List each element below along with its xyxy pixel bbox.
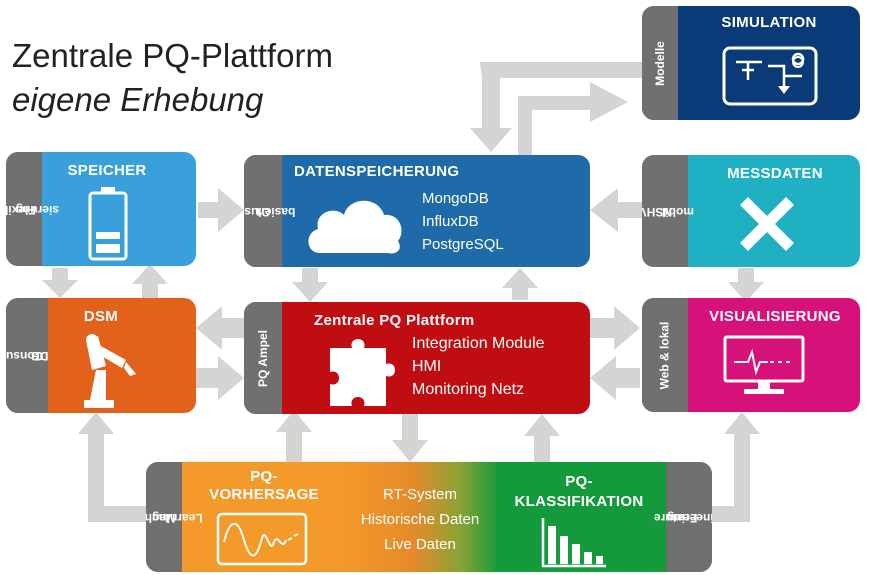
arrow-messdaten-visualisierung: [728, 268, 764, 302]
arrow-plattform-visualisierung: [590, 306, 640, 350]
arrow-simulation-datenspeicherung: [470, 62, 642, 152]
bar-chart-icon: [541, 518, 606, 568]
plattform-item-hmi: HMI: [412, 358, 442, 375]
plattform-item-monitoring: Monitoring Netz: [412, 381, 525, 398]
battery-icon: [88, 187, 128, 261]
plattform-item-integration: Integration Module: [412, 335, 545, 352]
klassifikation-title: PQ- KLASSIFIKATION: [514, 473, 644, 510]
circuit-icon: [722, 46, 818, 106]
speicher-title: SPEICHER: [67, 162, 147, 179]
messdaten-title: MESSDATEN: [727, 165, 823, 182]
dsm-title: DSM: [83, 308, 119, 325]
vorhersage-block: MachineLearning PQ- VORHERSAGE: [146, 462, 344, 572]
arrow-plattform-rtsystem: [392, 414, 428, 462]
arrow-dsm-plattform: [196, 356, 244, 400]
db-item-postgresql: PostgreSQL: [422, 236, 504, 253]
arrow-daten-plattform: [292, 268, 328, 302]
arrow-plattform-daten: [502, 268, 538, 300]
arrow-speicher-datenspeicherung: [198, 188, 244, 232]
simulation-title: SIMULATION: [721, 14, 817, 31]
arrow-speicher-dsm: [42, 268, 78, 298]
visualisierung-side-label: Web & lokal: [642, 298, 688, 412]
visualisierung-block: Web & lokal VISUALISIERUNG: [642, 298, 860, 412]
vorhersage-side-label: MachineLearning: [146, 462, 202, 572]
arrow-vorhersage-dsm: [78, 412, 146, 522]
arrow-datenspeicherung-simulation: [518, 82, 628, 155]
datenspeicherung-list: MongoDB InfluxDB PostgreSQL: [422, 187, 504, 256]
arrow-klassifikation-plattform: [524, 414, 560, 462]
dsm-side-label: ConsumerDB: [6, 298, 49, 413]
visualisierung-title: VISUALISIERUNG: [709, 308, 841, 325]
vorhersage-title: PQ- VORHERSAGE: [209, 468, 319, 503]
arrow-dsm-speicher: [132, 264, 168, 298]
messdaten-side-label: NSHV /mobil: [642, 155, 694, 267]
klassifikation-side-label: FeatureEngineering: [654, 462, 712, 572]
arrow-messdaten-datenspeicherung: [590, 188, 642, 232]
arrow-plattform-dsm: [196, 306, 244, 350]
dsm-block: ConsumerDB DSM: [6, 298, 196, 413]
plattform-block: PQ Ampel Zentrale PQ Plattform Integrati…: [244, 302, 590, 414]
rtsystem-block: RT-System Historische Daten Live Daten: [340, 462, 500, 572]
monitor-icon: [723, 335, 805, 394]
page-title: Zentrale PQ-Plattform eigene Erhebung: [12, 34, 333, 122]
title-line2: eigene Erhebung: [12, 81, 264, 118]
robot-arm-icon: [84, 334, 136, 408]
plattform-title: Zentrale PQ Plattform: [314, 312, 475, 329]
arrow-klassifikation-visualisierung: [712, 412, 760, 522]
plattform-side-label: PQ Ampel: [244, 302, 282, 414]
datenspeicherung-side-label: Clusterbasiert: [244, 155, 296, 267]
speicher-block: Flexibili-sierung SPEICHER: [6, 152, 196, 266]
db-item-mongodb: MongoDB: [422, 190, 489, 207]
klassifikation-block: PQ- KLASSIFIKATION FeatureEngineering: [496, 462, 712, 572]
puzzle-icon: [330, 339, 395, 406]
speicher-side-label: Flexibili-sierung: [6, 152, 59, 266]
waveform-icon: [216, 512, 308, 566]
rtsystem-item-live: Live Daten: [384, 536, 456, 553]
db-item-influxdb: InfluxDB: [422, 213, 479, 230]
rtsystem-item-historisch: Historische Daten: [360, 511, 480, 528]
arrow-visualisierung-plattform: [590, 356, 640, 400]
datenspeicherung-title: DATENSPEICHERUNG: [294, 163, 460, 180]
messdaten-block: NSHV /mobil MESSDATEN: [642, 155, 860, 267]
cloud-icon: [308, 200, 402, 254]
plattform-list: Integration Module HMI Monitoring Netz: [412, 332, 545, 401]
simulation-side-label: Modelle: [642, 6, 678, 120]
cross-icon: [740, 197, 794, 251]
rtsystem-item-rt: RT-System: [383, 486, 457, 503]
rtsystem-list: RT-System Historische Daten Live Daten: [340, 482, 500, 557]
arrow-vorhersage-plattform: [276, 410, 312, 462]
datenspeicherung-block: Clusterbasiert DATENSPEICHERUNG MongoDB …: [244, 155, 590, 267]
simulation-block: Modelle SIMULATION: [642, 6, 860, 120]
title-line1: Zentrale PQ-Plattform: [12, 37, 333, 74]
